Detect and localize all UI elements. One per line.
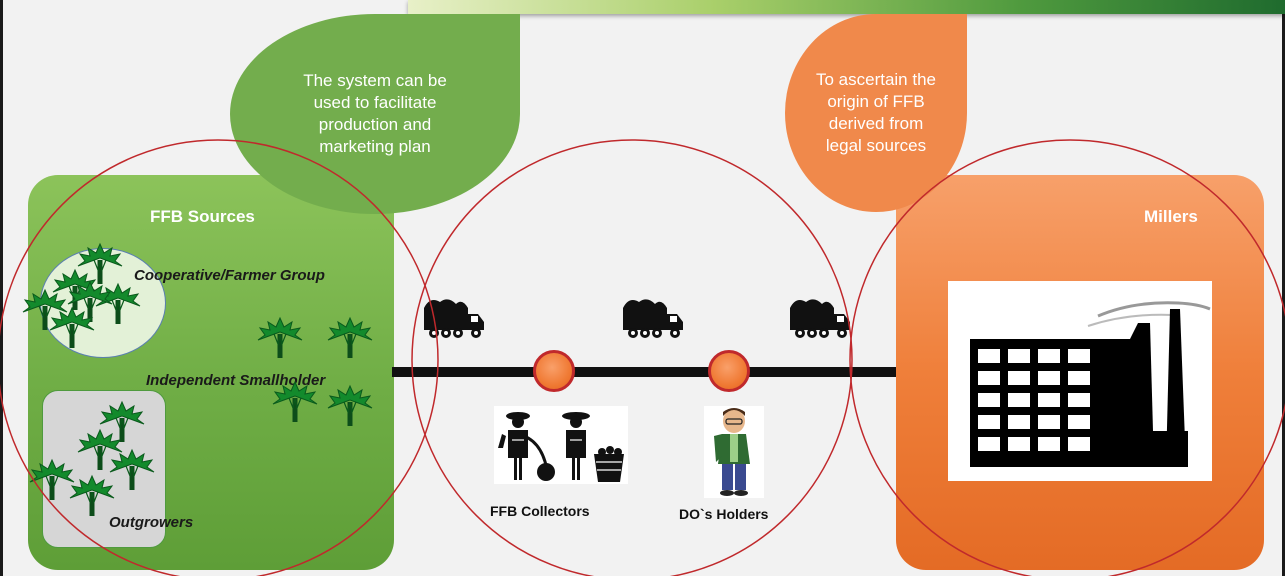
left-frame-border bbox=[0, 0, 3, 576]
collectors-icon bbox=[498, 412, 624, 482]
right-frame-border bbox=[1282, 0, 1285, 576]
production-plan-callout: The system can be used to facilitate pro… bbox=[230, 14, 520, 214]
outgrowers-label: Outgrowers bbox=[109, 514, 194, 531]
ffb-sources-title: FFB Sources bbox=[150, 207, 255, 226]
factory-icon bbox=[970, 301, 1211, 467]
legal-origin-callout: To ascertain the origin of FFB derived f… bbox=[785, 14, 967, 212]
production-plan-text: The system can be used to facilitate pro… bbox=[303, 71, 447, 156]
legal-origin-text: To ascertain the origin of FFB derived f… bbox=[815, 70, 936, 155]
supply-chain-line bbox=[392, 367, 896, 377]
cooperative-label: Cooperative/Farmer Group bbox=[134, 267, 325, 284]
truck-icon bbox=[424, 299, 850, 338]
factory-image bbox=[948, 281, 1212, 481]
collectors-image bbox=[494, 406, 628, 484]
do-holder-image bbox=[704, 406, 764, 498]
collectors-node bbox=[533, 350, 575, 392]
do-holders-caption: DO`s Holders bbox=[679, 506, 769, 522]
flow-circles bbox=[0, 139, 1285, 576]
do-holders-node bbox=[708, 350, 750, 392]
collectors-caption: FFB Collectors bbox=[490, 503, 590, 519]
person-icon bbox=[714, 408, 750, 496]
independent-label: Independent Smallholder bbox=[146, 372, 326, 389]
millers-title: Millers bbox=[1144, 207, 1198, 226]
title-bar-gradient bbox=[408, 0, 1285, 14]
palm-tree-icon bbox=[22, 243, 373, 517]
